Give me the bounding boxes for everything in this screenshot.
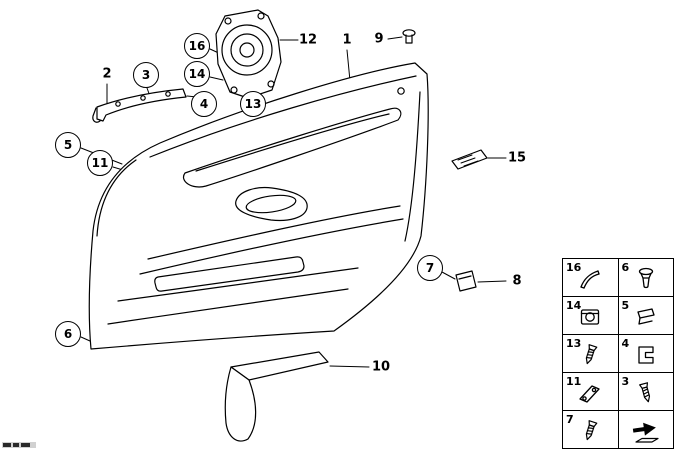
speaker-assembly xyxy=(215,9,282,99)
expanding-rivet-icon xyxy=(638,267,653,289)
screw-icon xyxy=(638,382,650,403)
callout-9[interactable]: 9 xyxy=(374,31,384,47)
callout-5[interactable]: 5 xyxy=(55,132,81,158)
legend-cell-14[interactable]: 14 xyxy=(563,297,619,335)
callout-7[interactable]: 7 xyxy=(417,255,443,281)
legend-cell-continue[interactable] xyxy=(618,411,674,449)
legend-part-number: 4 xyxy=(621,337,630,350)
callout-10[interactable]: 10 xyxy=(371,359,391,375)
c-clip-icon xyxy=(638,346,654,364)
legend-part-number: 11 xyxy=(566,375,582,388)
legend-cell-7[interactable]: 7 xyxy=(563,411,619,449)
legend-part-number: 3 xyxy=(621,375,630,388)
callout-2[interactable]: 2 xyxy=(102,66,112,82)
legend-part-number: 5 xyxy=(621,299,630,312)
legend-cell-13[interactable]: 13 xyxy=(563,335,619,373)
continue-arrow-icon xyxy=(632,422,659,443)
callout-13[interactable]: 13 xyxy=(240,91,266,117)
bracket-icon xyxy=(579,385,600,403)
door-trim-panel xyxy=(88,62,429,350)
callout-16[interactable]: 16 xyxy=(184,33,210,59)
armrest-insert xyxy=(224,351,329,442)
callout-4[interactable]: 4 xyxy=(191,91,217,117)
legend-cell-6[interactable]: 6 xyxy=(618,259,674,297)
callout-6[interactable]: 6 xyxy=(55,321,81,347)
legend-cell-3[interactable]: 3 xyxy=(618,373,674,411)
legend-part-number: 13 xyxy=(566,337,582,350)
callout-1[interactable]: 1 xyxy=(342,32,352,48)
clip-part xyxy=(455,270,477,292)
screw-icon xyxy=(586,344,598,365)
legend-cell-4[interactable]: 4 xyxy=(618,335,674,373)
callout-11[interactable]: 11 xyxy=(87,150,113,176)
legend-part-number: 6 xyxy=(621,261,630,274)
callout-3[interactable]: 3 xyxy=(133,62,159,88)
legend-cell-11[interactable]: 11 xyxy=(563,373,619,411)
callout-15[interactable]: 15 xyxy=(507,150,527,166)
retainer-clip-icon xyxy=(580,270,600,289)
spring-clip-icon xyxy=(637,308,655,325)
legend-part-number: 16 xyxy=(566,261,582,274)
legend-part-number: 7 xyxy=(566,413,574,426)
retaining-bracket xyxy=(92,88,187,123)
screw-icon xyxy=(586,420,598,441)
callout-8[interactable]: 8 xyxy=(512,273,522,289)
legend-cell-5[interactable]: 5 xyxy=(618,297,674,335)
fastener-pin xyxy=(402,29,416,44)
trim-cap xyxy=(451,149,488,170)
clip-nut-icon xyxy=(581,309,600,325)
watermark xyxy=(2,442,36,448)
legend-part-number: 14 xyxy=(566,299,582,312)
callout-14[interactable]: 14 xyxy=(184,61,210,87)
callout-12[interactable]: 12 xyxy=(298,32,318,48)
legend-cell-16[interactable]: 16 xyxy=(563,259,619,297)
fasteners-legend: 16 6 14 5 xyxy=(562,258,674,449)
